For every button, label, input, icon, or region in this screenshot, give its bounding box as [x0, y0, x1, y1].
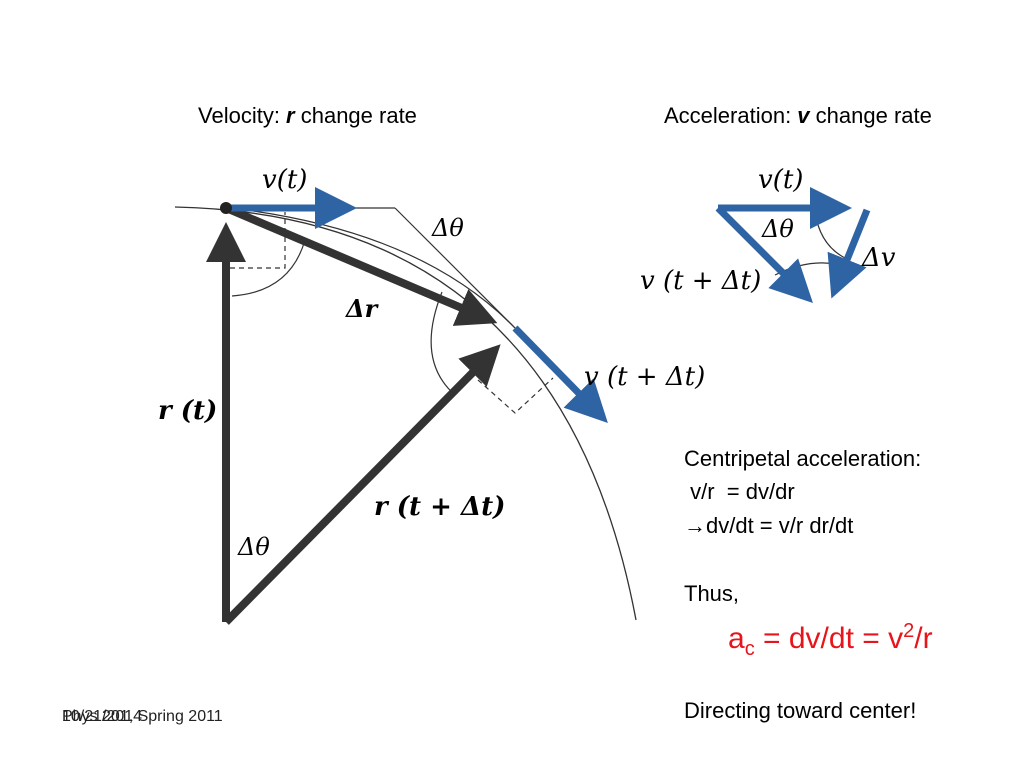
label-r-t-dt: r (t + Δt) — [374, 492, 506, 522]
label-delta-theta-top: Δθ — [432, 214, 464, 242]
acceleration-heading: Acceleration: v change rate — [664, 103, 932, 128]
triangle-label-delta-theta: Δθ — [762, 215, 794, 243]
triangle-angle-arc — [814, 211, 846, 259]
label-r-t: r (t) — [158, 396, 218, 426]
delta-r-vector — [224, 204, 498, 326]
label-delta-theta-bottom: Δθ — [238, 533, 270, 561]
acceleration-heading-var: v — [797, 103, 810, 128]
triangle-label-v-t: v(t) — [758, 165, 804, 195]
angle-arc-top — [231, 239, 306, 297]
angle-arc-second — [430, 291, 456, 396]
r-t-dt-vector — [223, 344, 501, 625]
footer-course: Phys 201, Spring 2011 — [62, 708, 223, 725]
explanation-line-2: v/r = dv/dr — [684, 479, 795, 504]
implies-arrow-icon: → — [684, 513, 706, 538]
triangle-v-t-dt-vector — [715, 205, 813, 303]
velocity-heading: Velocity: r change rate — [198, 103, 417, 128]
triangle-label-v-t-dt: v (t + Δt) — [640, 266, 762, 296]
explanation-line-3: →dv/dt = v/r dr/dt — [684, 513, 854, 538]
label-delta-r: Δr — [346, 294, 378, 323]
triangle-label-delta-v: Δv — [862, 243, 896, 273]
label-v-t: v(t) — [262, 165, 308, 195]
position-point-top — [220, 202, 232, 214]
label-v-t-dt: v (t + Δt) — [584, 362, 706, 392]
explanation-line-4: Thus, — [684, 581, 740, 606]
explanation-line-1: Centripetal acceleration: — [684, 446, 922, 471]
velocity-heading-var: r — [286, 103, 295, 128]
triangle-delta-v-vector — [827, 208, 871, 299]
circular-motion-diagram — [174, 187, 637, 625]
right-angle-marker-second — [477, 377, 554, 414]
v-t-dt-vector — [512, 325, 608, 424]
footer-date: 10/21/2014 — [62, 708, 143, 725]
centripetal-formula: ac = dv/dt = v2/r — [728, 620, 933, 660]
velocity-triangle-diagram — [715, 187, 871, 303]
explanation-line-5: Directing toward center! — [684, 698, 917, 723]
